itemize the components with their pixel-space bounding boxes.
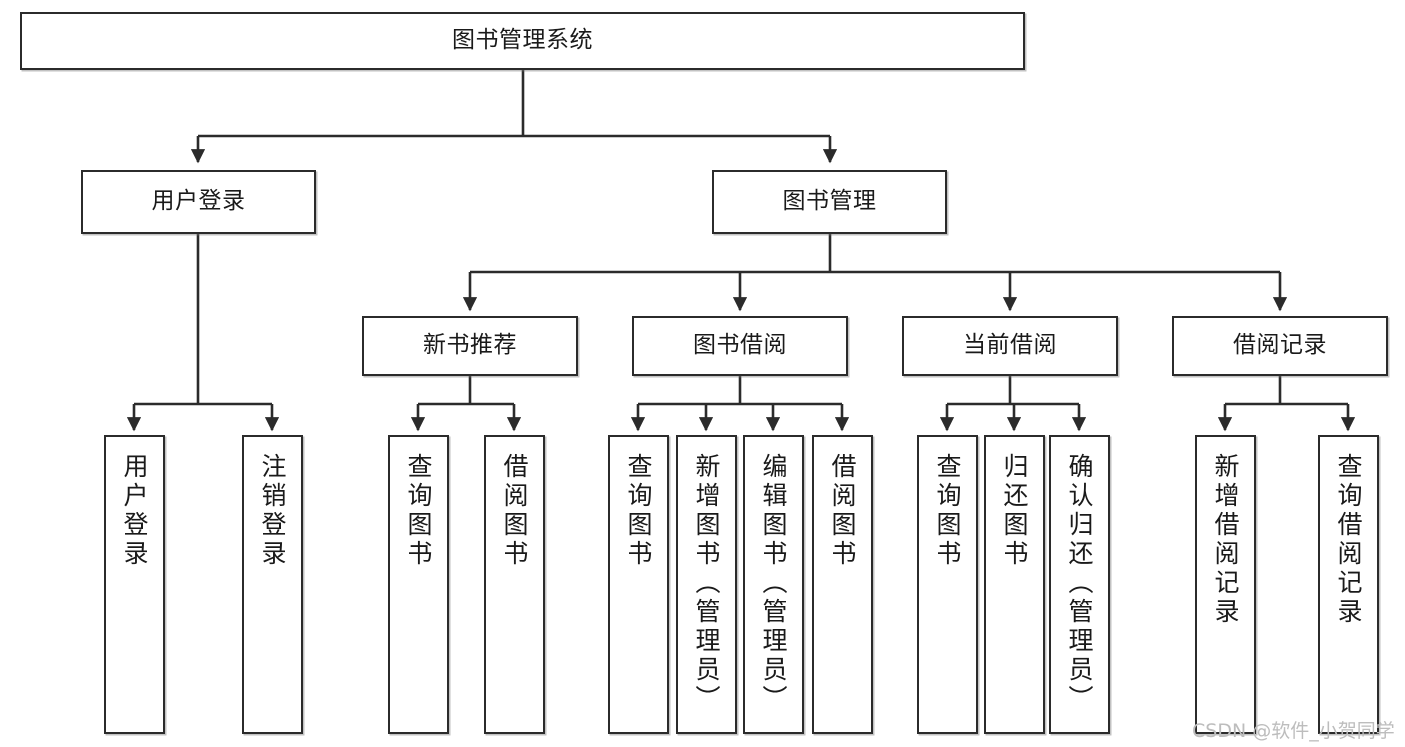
node-label: 借阅记录 <box>1233 332 1327 359</box>
node-label: 新书推荐 <box>423 332 517 359</box>
node-label: 用户登录 <box>120 453 149 569</box>
node-leaf-query-book-2[interactable]: 查询图书 <box>608 435 669 734</box>
node-book-borrow[interactable]: 图书借阅 <box>632 316 848 376</box>
node-leaf-add-book[interactable]: 新增图书（管理员） <box>676 435 737 734</box>
node-leaf-query-book-3[interactable]: 查询图书 <box>917 435 978 734</box>
node-leaf-borrow-book-1[interactable]: 借阅图书 <box>484 435 545 734</box>
node-label: 借阅图书 <box>500 453 529 569</box>
node-label: 当前借阅 <box>963 332 1057 359</box>
node-label: 图书管理 <box>782 188 877 215</box>
node-label: 图书借阅 <box>693 332 787 359</box>
node-leaf-query-book-1[interactable]: 查询图书 <box>388 435 449 734</box>
node-leaf-query-record[interactable]: 查询借阅记录 <box>1318 435 1379 734</box>
node-label: 查询图书 <box>933 453 962 569</box>
node-new-book-recommend[interactable]: 新书推荐 <box>362 316 578 376</box>
node-leaf-edit-book[interactable]: 编辑图书（管理员） <box>743 435 804 734</box>
node-label: 借阅图书 <box>828 453 857 569</box>
node-label: 用户登录 <box>151 188 246 215</box>
node-leaf-confirm-return[interactable]: 确认归还（管理员） <box>1049 435 1110 734</box>
node-user-login[interactable]: 用户登录 <box>81 170 316 234</box>
node-label: 查询图书 <box>404 453 433 569</box>
node-current-borrow[interactable]: 当前借阅 <box>902 316 1118 376</box>
node-leaf-user-login[interactable]: 用户登录 <box>104 435 165 734</box>
node-label: 图书管理系统 <box>452 27 593 54</box>
node-borrow-record[interactable]: 借阅记录 <box>1172 316 1388 376</box>
node-label: 编辑图书（管理员） <box>759 453 788 714</box>
node-leaf-return-book[interactable]: 归还图书 <box>984 435 1045 734</box>
node-leaf-borrow-book-2[interactable]: 借阅图书 <box>812 435 873 734</box>
node-label: 新增图书（管理员） <box>692 453 721 714</box>
csdn-watermark: CSDN @软件_小贺同学 <box>1192 720 1395 742</box>
node-book-management-system[interactable]: 图书管理系统 <box>20 12 1025 70</box>
node-leaf-logout-login[interactable]: 注销登录 <box>242 435 303 734</box>
node-book-management[interactable]: 图书管理 <box>712 170 947 234</box>
node-label: 确认归还（管理员） <box>1065 453 1094 714</box>
node-label: 查询借阅记录 <box>1334 453 1363 627</box>
node-label: 查询图书 <box>624 453 653 569</box>
node-label: 注销登录 <box>258 453 287 569</box>
node-label: 新增借阅记录 <box>1211 453 1240 627</box>
node-label: 归还图书 <box>1000 453 1029 569</box>
node-leaf-add-record[interactable]: 新增借阅记录 <box>1195 435 1256 734</box>
